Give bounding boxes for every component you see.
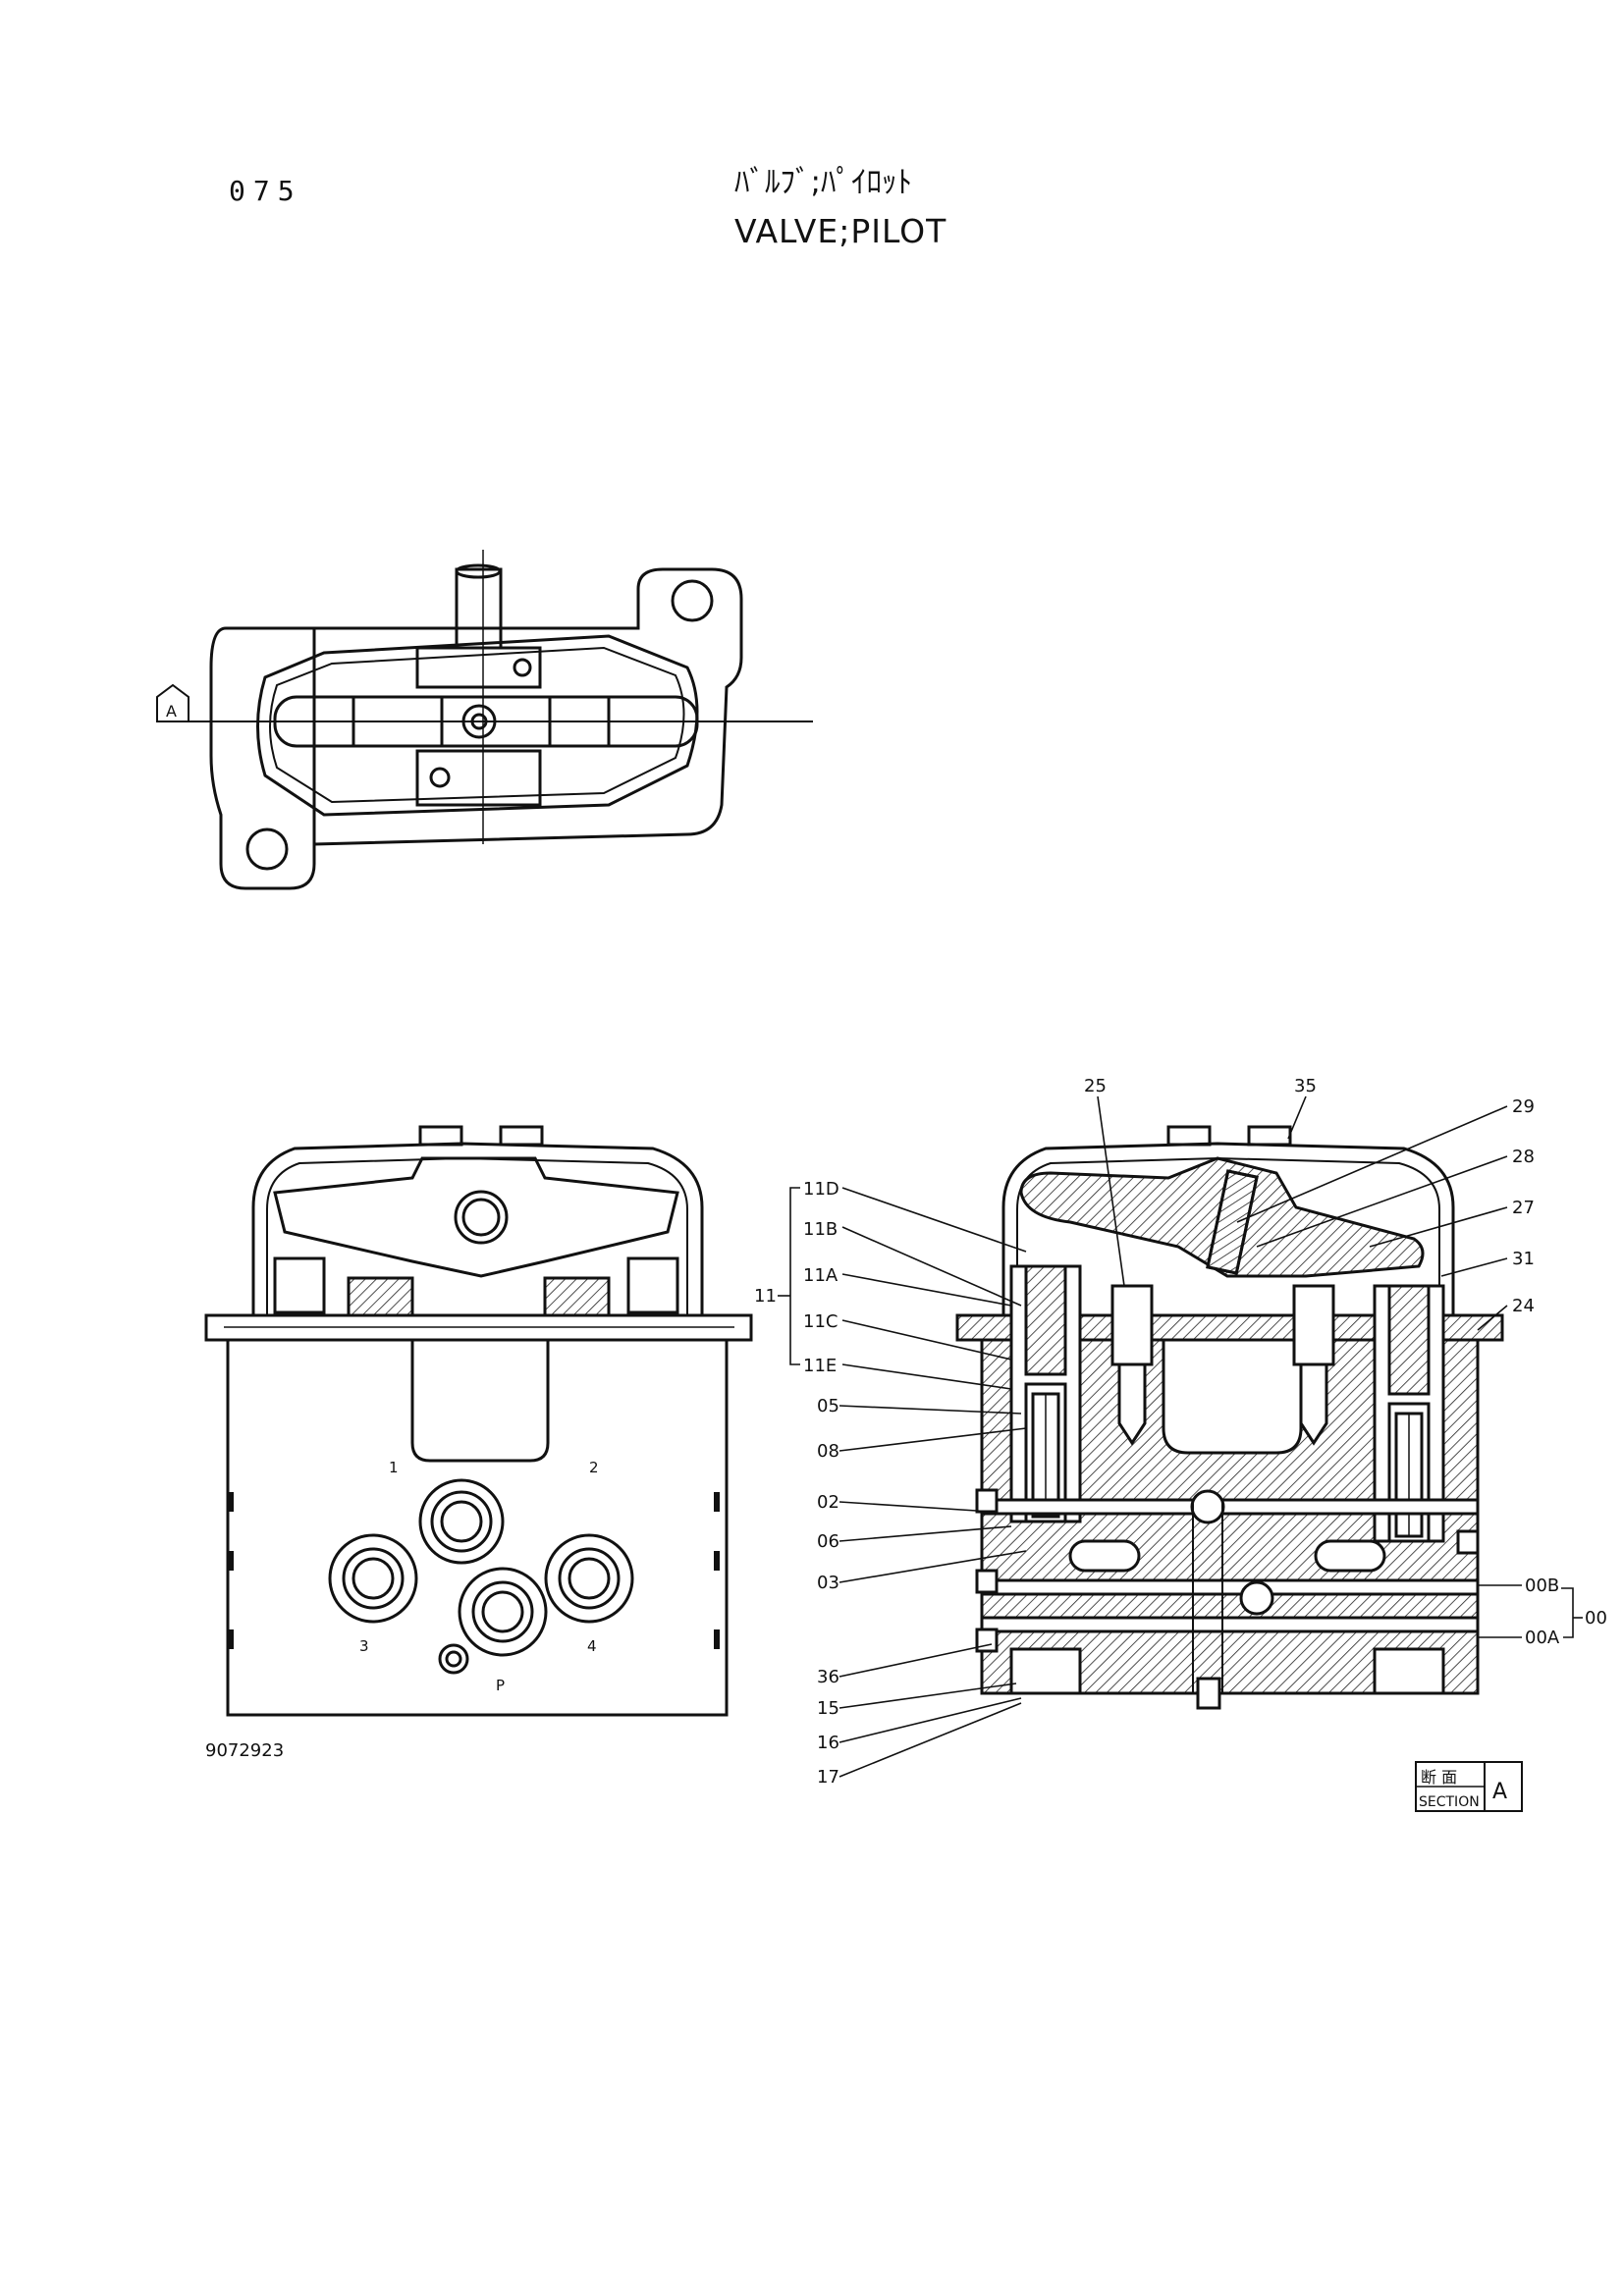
front-view-port-p	[438, 1643, 469, 1675]
callout-35: 35	[1294, 1076, 1317, 1096]
section-view	[955, 1125, 1504, 1710]
top-view-shaft	[455, 567, 503, 650]
title-english: VALVE;PILOT	[734, 212, 947, 250]
callout-25: 25	[1084, 1076, 1107, 1096]
port-label-2: 2	[589, 1459, 599, 1476]
callout-29: 29	[1512, 1096, 1535, 1117]
section-box-en: SECTION	[1419, 1794, 1480, 1810]
section-view-cover	[1001, 1142, 1455, 1315]
callout-group-00: 00	[1585, 1608, 1607, 1629]
callout-11b: 11B	[803, 1219, 838, 1240]
callout-16: 16	[817, 1733, 839, 1753]
top-view	[156, 550, 813, 890]
section-box-jp: 断 面	[1421, 1768, 1457, 1787]
callout-05: 05	[817, 1396, 839, 1416]
drawing-number: 9072923	[205, 1740, 285, 1761]
front-view-port-bottom	[458, 1567, 548, 1657]
section-marker	[156, 683, 189, 722]
callout-00a: 00A	[1525, 1628, 1560, 1648]
callout-group-11: 11	[754, 1286, 777, 1307]
callout-24: 24	[1512, 1296, 1535, 1316]
section-box	[1415, 1761, 1523, 1812]
front-view-lever	[273, 1156, 679, 1278]
callout-leaders	[778, 1095, 1583, 1778]
callout-11c: 11C	[803, 1311, 838, 1332]
callout-11e: 11E	[803, 1356, 837, 1376]
callout-31: 31	[1512, 1249, 1535, 1269]
callout-36: 36	[817, 1667, 839, 1687]
callout-11d: 11D	[803, 1179, 839, 1200]
callout-28: 28	[1512, 1147, 1535, 1167]
front-view-port-top	[418, 1478, 505, 1565]
callout-02: 02	[817, 1492, 839, 1513]
callout-00b: 00B	[1525, 1575, 1559, 1596]
port-label-3: 3	[359, 1637, 369, 1655]
callout-17: 17	[817, 1767, 839, 1788]
front-view	[204, 1125, 753, 1717]
front-view-port-left	[328, 1533, 418, 1624]
top-view-flange	[209, 626, 316, 890]
top-view-cover	[256, 634, 699, 817]
callout-15: 15	[817, 1698, 839, 1719]
port-label-4: 4	[587, 1637, 597, 1655]
callout-03: 03	[817, 1573, 839, 1593]
page-number: 075	[229, 175, 302, 207]
mount-hole-left	[245, 828, 289, 871]
callout-06: 06	[817, 1531, 839, 1552]
title-japanese: ﾊﾞﾙﾌﾞ;ﾊﾟｲﾛｯﾄ	[734, 165, 912, 200]
front-view-body	[226, 1338, 729, 1717]
mount-hole-right	[671, 579, 714, 622]
callout-27: 27	[1512, 1198, 1535, 1218]
callout-08: 08	[817, 1441, 839, 1462]
front-view-cover	[251, 1142, 704, 1315]
callout-11a: 11A	[803, 1265, 839, 1286]
port-label-p: P	[496, 1677, 505, 1694]
section-box-letter: A	[1492, 1780, 1507, 1804]
port-label-1: 1	[389, 1459, 399, 1476]
section-marker-letter: A	[166, 702, 177, 721]
front-view-port-right	[544, 1533, 634, 1624]
